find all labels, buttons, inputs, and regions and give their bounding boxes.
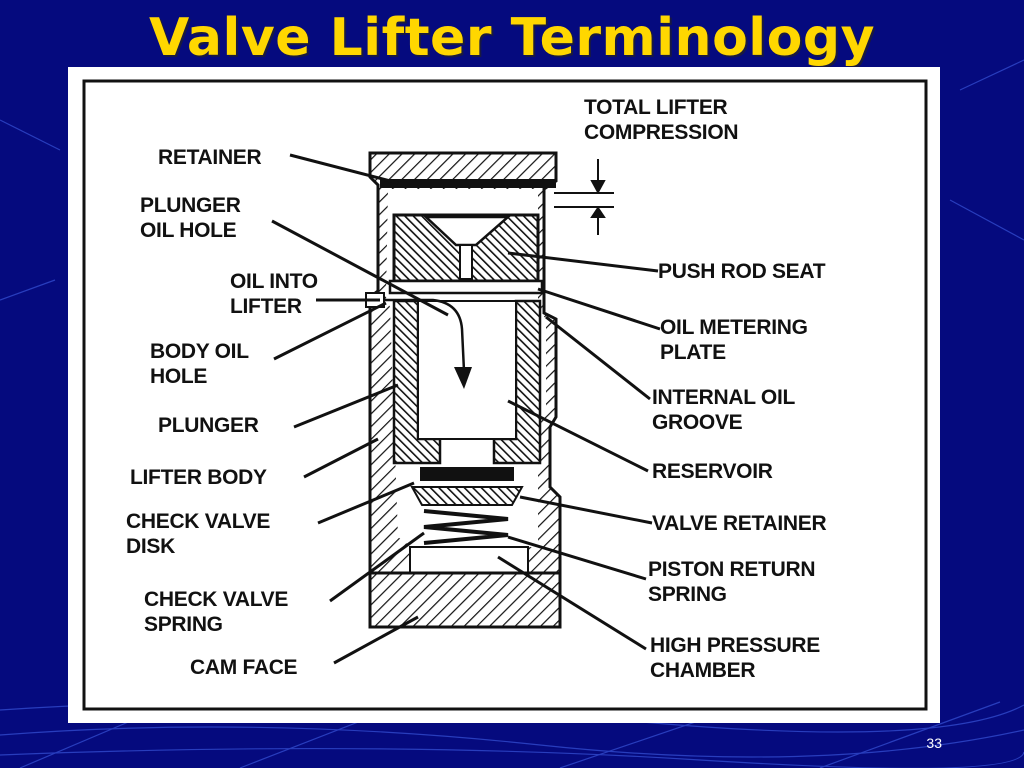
label-check-valve-disk: CHECK VALVE DISK [126, 510, 271, 558]
label-plunger: PLUNGER [158, 414, 259, 437]
label-body-oil-hole: BODY OIL HOLE [150, 340, 249, 388]
label-reservoir: RESERVOIR [652, 460, 773, 483]
label-high-pressure-chamber: HIGH PRESSURE CHAMBER [650, 634, 820, 682]
oil-flow-arrow [378, 298, 466, 372]
label-oil-into-lifter: OIL INTO LIFTER [230, 270, 318, 318]
check-valve-disk-shape [420, 467, 514, 481]
label-internal-oil-groove: INTERNAL OIL GROOVE [652, 386, 796, 434]
label-oil-metering-plate: OIL METERING PLATE [660, 316, 808, 364]
leader-lines-right [497, 251, 661, 651]
label-piston-return-spring: PISTON RETURN SPRING [648, 558, 816, 606]
push-rod-cup [422, 215, 512, 247]
label-check-valve-spring: CHECK VALVE SPRING [144, 588, 289, 636]
check-valve-spring-shape [423, 509, 509, 545]
lifter-cross-section [82, 79, 928, 711]
label-cam-face: CAM FACE [190, 656, 298, 679]
figure-frame [82, 79, 928, 711]
label-plunger-oil-hole: PLUNGER OIL HOLE [140, 194, 241, 242]
lifter-diagram-figure: TOTAL LIFTER COMPRESSION RETAINER PLUNGE… [68, 67, 940, 723]
label-valve-retainer: VALVE RETAINER [652, 512, 827, 535]
page-number: 33 [926, 735, 942, 751]
slide-title: Valve Lifter Terminology [149, 8, 875, 68]
label-lifter-body: LIFTER BODY [130, 466, 267, 489]
seat-oil-passage [459, 244, 473, 280]
leader-lines-left [271, 153, 449, 665]
oil-metering-plate-shape [388, 279, 544, 295]
high-pressure-chamber-space [409, 546, 529, 574]
cam-face-shape [368, 571, 562, 629]
compression-dimension [554, 159, 614, 235]
valve-retainer-shape [410, 486, 524, 506]
retainer-ring [380, 179, 556, 188]
label-push-rod-seat: PUSH ROD SEAT [658, 260, 826, 283]
label-retainer: RETAINER [158, 146, 262, 169]
label-total-lifter-compression: TOTAL LIFTER COMPRESSION [584, 96, 739, 144]
